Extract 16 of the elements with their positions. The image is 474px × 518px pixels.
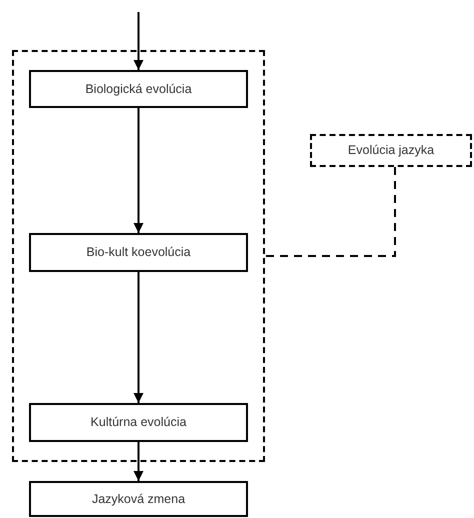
arrow	[134, 12, 144, 70]
process-box	[29, 233, 248, 272]
process-box	[29, 481, 248, 517]
dashed-connector	[265, 167, 396, 257]
arrow	[134, 108, 144, 233]
box-label: Bio-kult koevolúcia	[86, 244, 191, 262]
process-box	[29, 70, 248, 108]
arrow	[134, 272, 144, 403]
box-label: Evolúcia jazyka	[348, 142, 434, 160]
box-label: Kultúrna evolúcia	[90, 414, 186, 432]
box-label: Biologická evolúcia	[85, 80, 192, 98]
arrow	[134, 442, 144, 481]
process-box	[29, 403, 248, 442]
box-label: Jazyková zmena	[92, 490, 186, 508]
dashed-box	[310, 134, 472, 167]
group-frame	[12, 50, 265, 462]
